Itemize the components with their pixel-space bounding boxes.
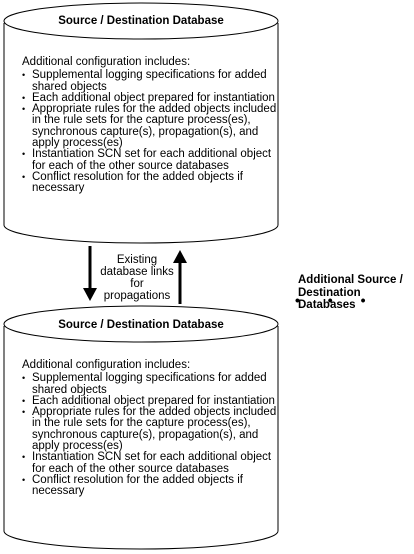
up-arrow [173,250,187,304]
bullet-icon: • [22,149,26,160]
list-item: • Supplemental logging specifications for… [22,69,282,93]
bullet-icon: • [22,92,26,103]
top-config-list: • Supplemental logging specifications for… [22,69,282,195]
top-database-config: Additional configuration includes: • Supp… [22,56,282,195]
bullet-icon: • [22,70,26,81]
list-item: • Each additional object prepared for ins… [22,91,282,104]
bottom-database-cylinder [3,305,279,550]
bottom-database-config: Additional configuration includes: • Supp… [22,359,282,498]
list-item-text: Appropriate rules for the added objects … [32,103,277,150]
list-item: • Conflict resolution for the added objec… [22,170,282,195]
list-item: • Instantiation SCN set for each addition… [22,149,282,172]
list-item: • Appropriate rules for the added objects… [22,103,282,150]
bottom-cylinder-lid [3,305,279,343]
bottom-config-list: • Supplemental logging specifications for… [22,372,282,498]
bullet-icon: • [22,407,26,418]
list-item-text: Appropriate rules for the added objects … [32,406,277,453]
list-item-text: Each additional object prepared for inst… [32,394,275,407]
bullet-icon: • [22,171,26,182]
list-item: • Conflict resolution for the added objec… [22,473,282,498]
list-item-text: Instantiation SCN set for each additiona… [32,451,272,475]
top-database-cylinder [3,2,279,244]
top-config-intro: Additional configuration includes: [22,56,191,68]
bullet-icon: • [22,373,26,384]
list-item-text: Each additional object prepared for inst… [32,91,275,104]
database-links-label: Existing database links for propagations [100,254,174,302]
list-item: • Supplemental logging specifications for… [22,372,282,396]
list-item-text: Conflict resolution for the added object… [32,473,243,498]
list-item-text: Conflict resolution for the added object… [32,170,243,195]
bullet-icon: • [22,104,26,115]
ellipsis: • • • [295,292,378,308]
list-item: • Appropriate rules for the added objects… [22,406,282,453]
bottom-database-title: Source / Destination Database [58,319,224,331]
top-cylinder-body [3,23,279,244]
bullet-icon: • [22,452,26,463]
bullet-icon: • [22,395,26,406]
top-cylinder-lid [3,2,279,40]
list-item-text: Supplemental logging specifications for … [32,69,267,93]
bottom-cylinder-body [3,326,279,550]
top-database-title: Source / Destination Database [58,15,224,27]
list-item: • Each additional object prepared for ins… [22,394,282,407]
bullet-icon: • [22,474,26,485]
list-item-text: Supplemental logging specifications for … [32,372,267,396]
down-arrow [83,246,97,301]
additional-databases-label: Additional Source / Destination Database… [298,274,403,311]
bottom-config-intro: Additional configuration includes: [22,359,191,371]
list-item-text: Instantiation SCN set for each additiona… [32,148,272,172]
list-item: • Instantiation SCN set for each addition… [22,452,282,475]
